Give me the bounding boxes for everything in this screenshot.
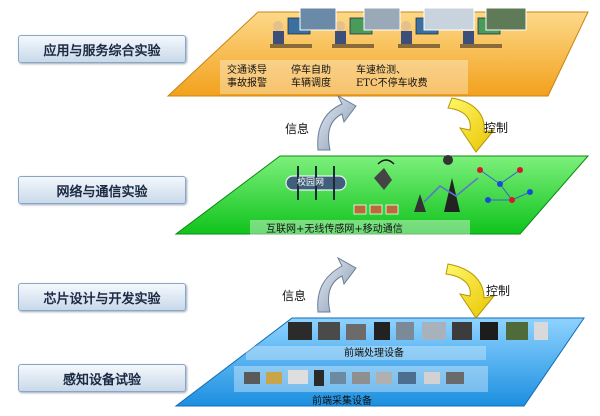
mobile-tower-icons [423,155,479,212]
acquisition-devices-label: 前端采集设备 [312,396,372,407]
arrow-label-control-lower: 控制 [486,284,511,298]
arrow-label-info-upper: 信息 [285,122,310,136]
layer-label-sensing: 感知设备试验 [18,364,186,392]
layer-label-application: 应用与服务综合实验 [18,35,186,63]
campus-network-label: 校园网 [297,178,325,188]
network-caption: 互联网+无线传感网+移动通信 [266,224,403,235]
traffic-photos [299,7,527,31]
control-arrow-down-upper [447,97,496,153]
acquisition-device-photos [244,370,464,386]
campus-network-icon [285,166,347,200]
app-item-1-line1: 交通诱导 [227,65,267,76]
app-item-2-line1: 停车自助 [291,65,331,76]
processing-device-photos [288,322,548,340]
app-item-1: 交通诱导 事故报警 [227,64,267,90]
sensor-mesh-icon [477,167,533,203]
app-item-3: 车速检测、 ETC不停车收费 [356,64,428,90]
arrow-label-info-lower: 信息 [282,289,307,303]
app-item-2-line2: 车辆调度 [291,78,331,89]
app-item-3-line1: 车速检测、 [356,65,406,76]
app-item-1-line2: 事故报警 [227,78,267,89]
wireless-sensor-icons [353,159,426,215]
info-arrow-up-lower [317,256,357,313]
layer-label-network: 网络与通信实验 [18,176,186,204]
app-item-2: 停车自助 车辆调度 [291,64,331,90]
network-plane [174,155,590,238]
info-arrow-up-upper [317,94,357,151]
processing-devices-label: 前端处理设备 [344,348,404,359]
layer-label-chip: 芯片设计与开发实验 [18,283,186,311]
control-arrow-down-lower [445,263,496,319]
arrow-label-control-upper: 控制 [484,121,509,135]
app-item-3-line2: ETC不停车收费 [356,78,428,89]
